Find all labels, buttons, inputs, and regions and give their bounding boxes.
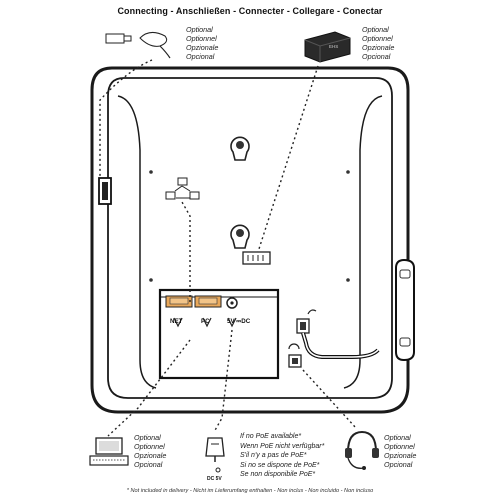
optional-label-en: Optional xyxy=(384,433,411,442)
headset-symbol-icon xyxy=(288,343,300,350)
footnote: * Not included in delivery - Nicht im Li… xyxy=(126,488,374,494)
screw-dot xyxy=(149,170,153,174)
optional-label-it: Opzionale xyxy=(384,451,417,460)
net-port-label: NET xyxy=(170,318,183,325)
ehs-label: EHS xyxy=(329,44,338,49)
stand-right-curve xyxy=(343,95,383,389)
poe-note-it: Se non disponibile PoE* xyxy=(240,471,316,478)
wall-mount-keyhole-top xyxy=(230,136,250,161)
optional-label-it: Opzionale xyxy=(362,43,395,52)
computer-icon xyxy=(89,437,129,466)
optional-label-fr: Optionnel xyxy=(186,34,217,43)
optional-labels-usb: Optional Optionnel Opzionale Opcional xyxy=(186,25,218,61)
optional-label-it: Opzionale xyxy=(134,451,167,460)
poe-note-es: Si no se dispone de PoE* xyxy=(240,461,320,469)
poe-note-fr: S'il n'y a pas de PoE* xyxy=(240,452,307,459)
poe-notes: If no PoE available* Wenn PoE nicht verf… xyxy=(240,432,324,480)
ehs-connector xyxy=(242,251,271,265)
optional-label-en: Optional xyxy=(362,25,389,34)
ehs-adapter-accessory: EHS xyxy=(304,31,351,63)
poe-note-en: If no PoE available* xyxy=(240,433,302,440)
screw-dot xyxy=(346,170,350,174)
power-adapter-icon xyxy=(205,437,225,473)
optional-label-es: Opcional xyxy=(384,460,413,469)
pc-port-label: PC xyxy=(201,318,210,325)
optional-label-es: Opcional xyxy=(186,52,215,61)
diagram-title: Connecting - Anschließen - Connecter - C… xyxy=(117,6,383,16)
usb-headset-accessory xyxy=(105,32,171,59)
optional-label-en: Optional xyxy=(134,433,161,442)
optional-labels-ehs: Optional Optionnel Opzionale Opcional xyxy=(362,25,394,61)
stand-left-curve xyxy=(117,95,157,389)
screw-dot xyxy=(346,278,350,282)
optional-labels-pc: Optional Optionnel Opzionale Opcional xyxy=(134,433,166,469)
optional-labels-headset: Optional Optionnel Opzionale Opcional xyxy=(384,433,416,469)
optional-label-es: Opcional xyxy=(362,52,391,61)
network-symbol-icon xyxy=(165,177,200,200)
poe-note-de: Wenn PoE nicht verfügbar* xyxy=(240,442,325,450)
pc-port xyxy=(194,295,222,308)
optional-label-fr: Optionnel xyxy=(362,34,393,43)
optional-label-en: Optional xyxy=(186,25,213,34)
optional-label-fr: Optionnel xyxy=(384,442,415,451)
handset-symbol-icon xyxy=(307,309,317,315)
screw-dot xyxy=(149,278,153,282)
connection-lines xyxy=(99,59,357,437)
headset-icon xyxy=(345,430,379,470)
dc-port-label: 5V ⎓DC xyxy=(227,318,251,325)
wall-mount-keyhole-bottom xyxy=(230,224,250,249)
optional-label-fr: Optionnel xyxy=(134,442,165,451)
optional-label-es: Opcional xyxy=(134,460,163,469)
handset xyxy=(395,258,415,362)
adapter-dc-label: DC 5V xyxy=(207,476,222,482)
optional-label-it: Opzionale xyxy=(186,43,219,52)
net-port xyxy=(165,295,193,308)
